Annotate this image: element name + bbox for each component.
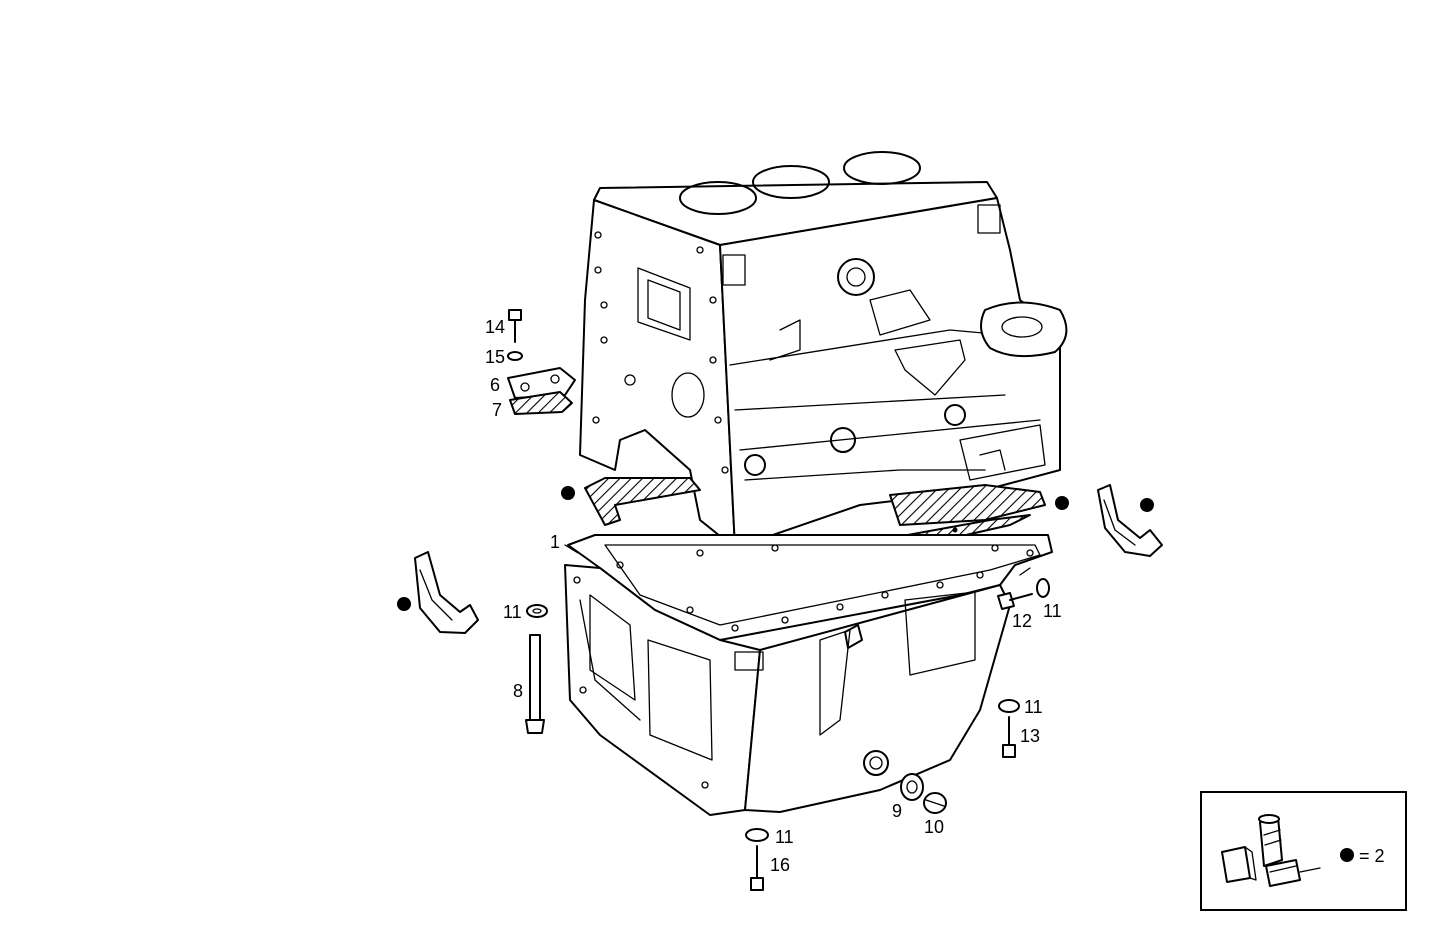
callout-1: 1 [550, 532, 560, 552]
washer-11-left [526, 604, 548, 618]
washer-11-bottom [745, 828, 769, 842]
callout-14: 14 [485, 317, 505, 337]
callout-11-lower-right: 11 [1024, 697, 1043, 717]
bolt-13 [1002, 716, 1016, 758]
callout-8: 8 [513, 681, 523, 701]
pan-flange-holes [573, 544, 1034, 789]
callout-12: 12 [1012, 611, 1032, 631]
black-dot-icon [397, 597, 411, 611]
black-dot-icon [1055, 496, 1069, 510]
engine-block [579, 151, 1068, 549]
washer-15 [507, 351, 523, 361]
front-seal-carrier-right [1097, 484, 1163, 557]
callout-11-bottom: 11 [775, 827, 794, 847]
washer-11-lower-right [998, 699, 1020, 713]
legend-quantity-text: = 2 [1359, 846, 1385, 866]
cylinder-bore-3 [843, 151, 921, 185]
block-flange-holes [592, 231, 729, 474]
oil-pan [564, 534, 1053, 816]
callout-labels: 1 14 15 6 7 11 8 11 12 11 13 9 10 11 16 [485, 317, 1062, 875]
cover-gasket [509, 391, 573, 415]
callout-10: 10 [924, 817, 944, 837]
drain-plug-10 [923, 792, 947, 814]
bolt-12 [997, 592, 1033, 610]
black-dot-icon [561, 486, 575, 500]
bolt-16 [750, 845, 764, 891]
legend-box: = 2 [1200, 791, 1407, 911]
marker-dots [397, 486, 1154, 611]
callout-11-left: 11 [503, 602, 522, 622]
callout-9: 9 [892, 801, 902, 821]
callout-11-right: 11 [1043, 601, 1062, 621]
callout-15: 15 [485, 347, 505, 367]
bolt-14 [508, 309, 522, 343]
cylinder-bore-1 [679, 181, 757, 215]
leader-lines [564, 544, 1031, 576]
callout-13: 13 [1020, 726, 1040, 746]
callout-16: 16 [770, 855, 790, 875]
black-dot-icon [1140, 498, 1154, 512]
callout-6: 6 [490, 375, 500, 395]
washer-11-right [1036, 578, 1050, 598]
washer-9 [900, 773, 924, 801]
stud-8 [525, 634, 545, 734]
cylinder-bore-2 [752, 165, 830, 199]
black-dot-icon [1340, 848, 1354, 862]
callout-7: 7 [492, 400, 502, 420]
gasket-kit-illustration [1221, 814, 1321, 887]
cover-plate [507, 367, 576, 399]
rear-seal-carrier-left [414, 551, 479, 634]
